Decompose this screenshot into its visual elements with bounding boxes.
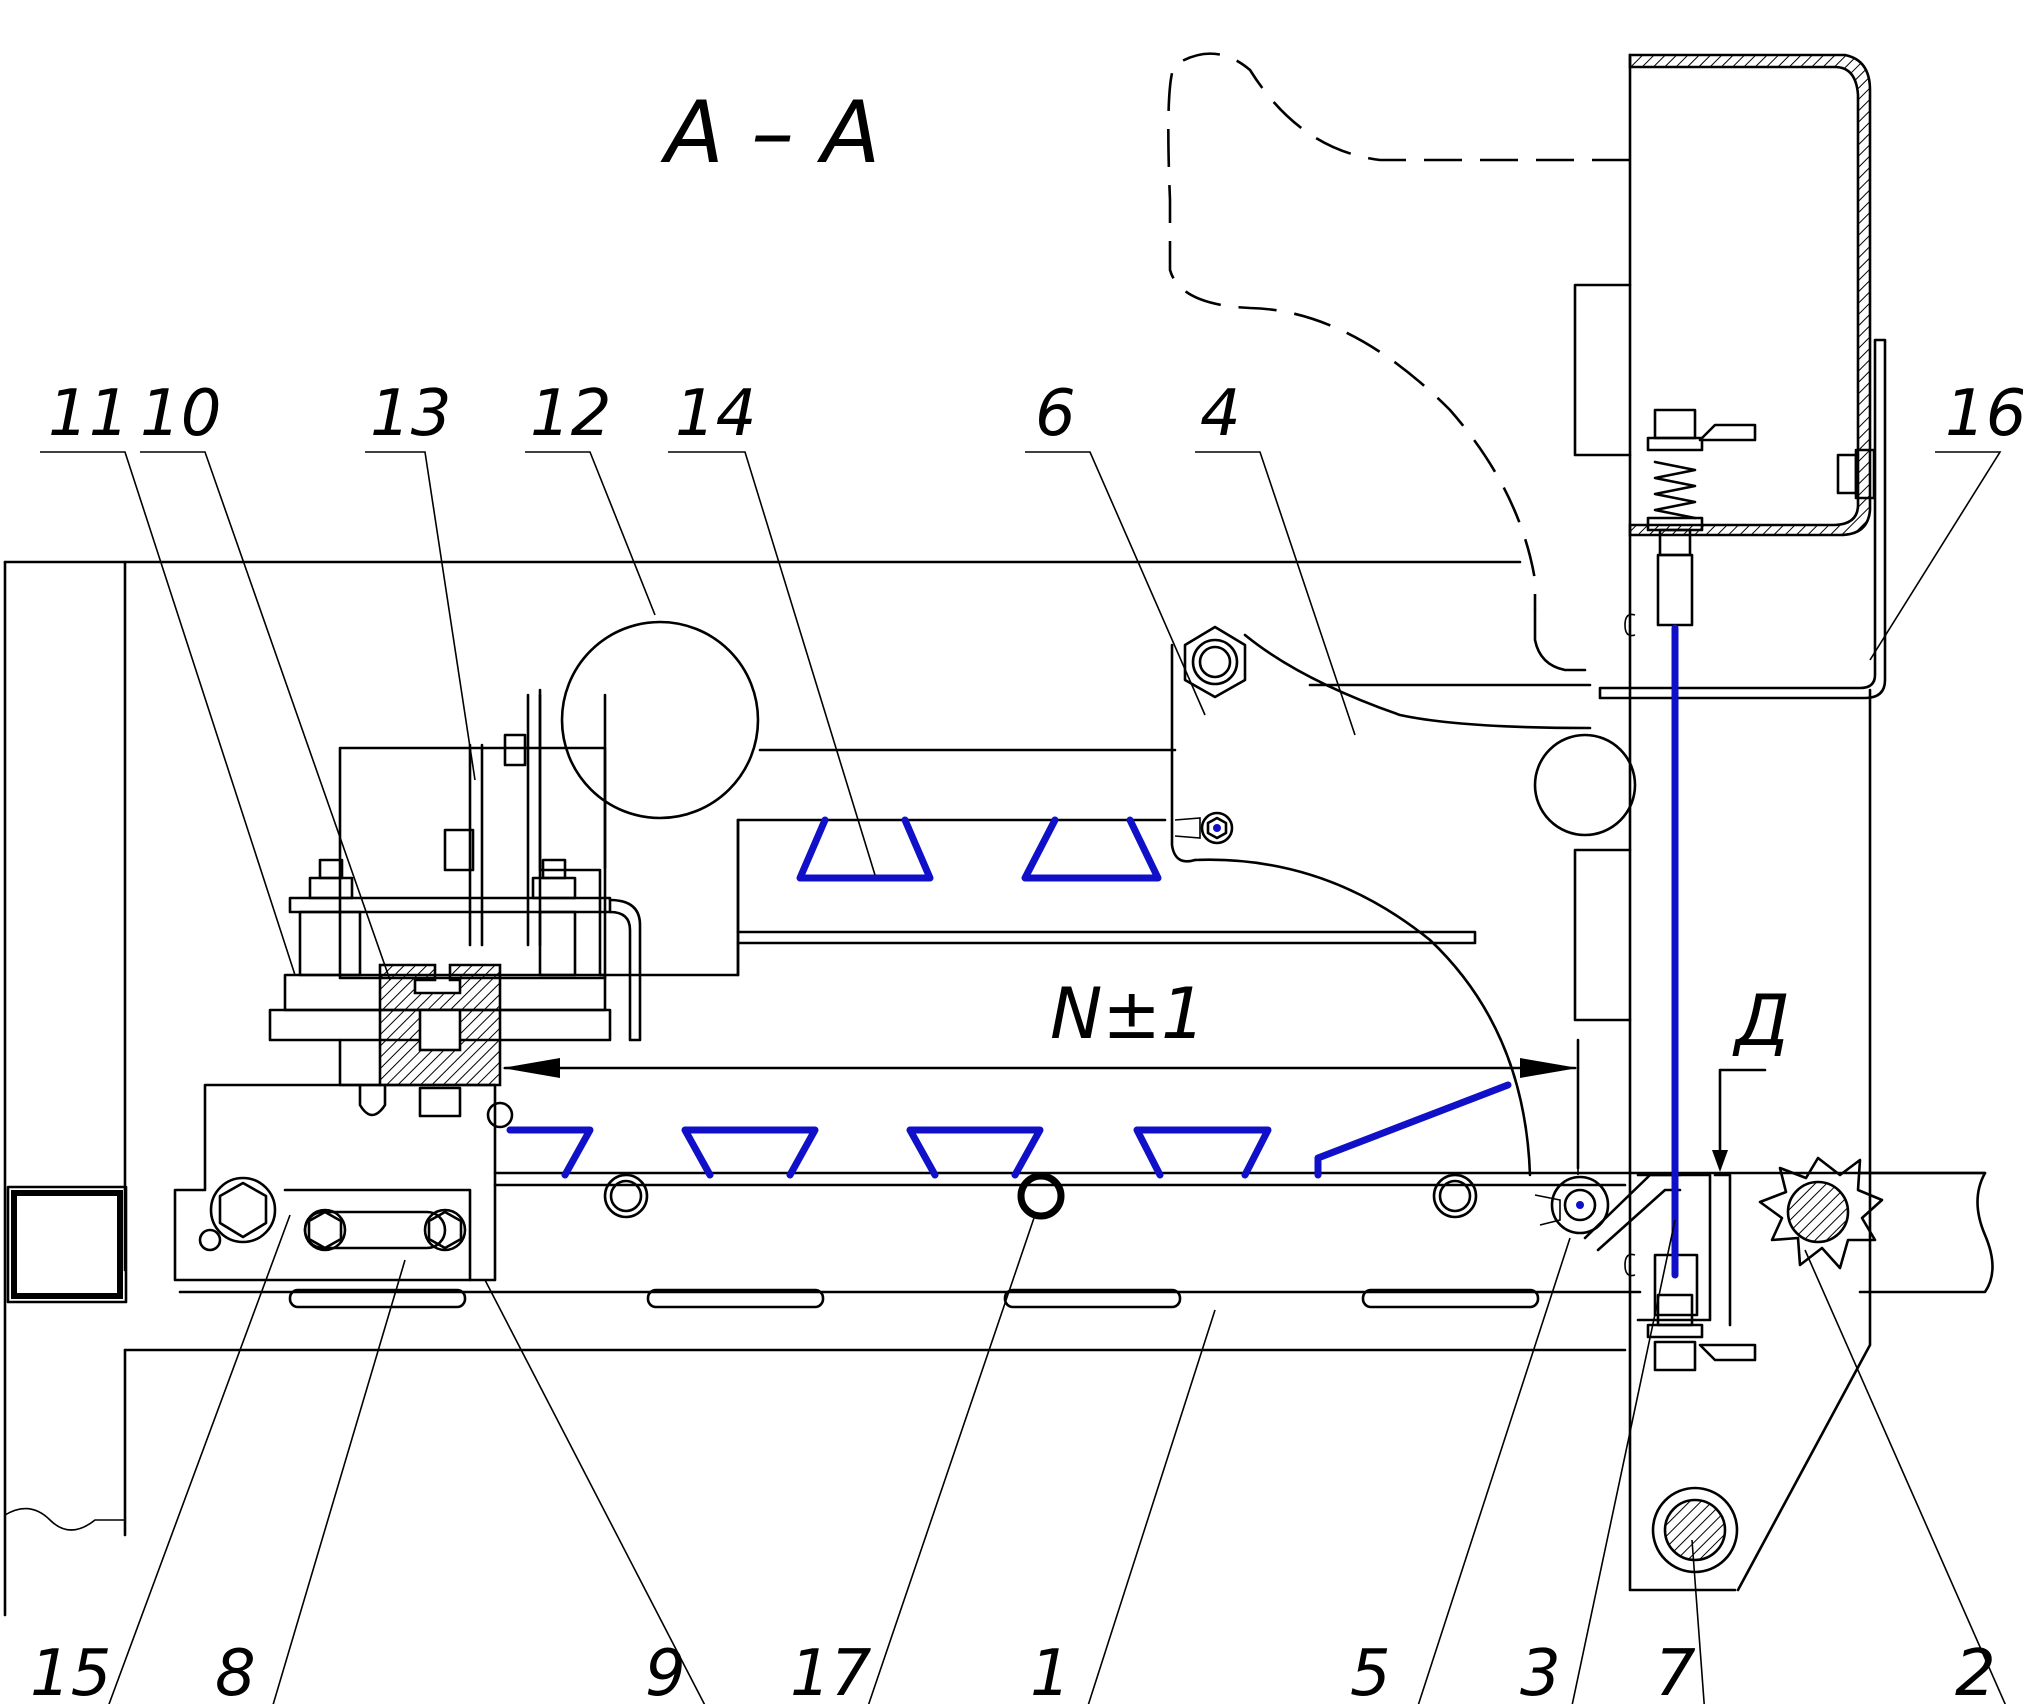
pivot-6 — [1174, 811, 1234, 845]
callout-11: 11 — [48, 377, 129, 451]
pivot-5 — [1534, 1175, 1610, 1235]
dashed-part-outline — [1167, 52, 1630, 610]
bracket-16 — [1598, 338, 1887, 700]
column-inner-lines — [1573, 283, 1632, 1170]
shaft-7 — [1651, 1486, 1739, 1574]
sprocket-2 — [1758, 1156, 1884, 1270]
section-title: A – A — [660, 83, 880, 183]
clamp-nut — [418, 1086, 462, 1118]
profile-section-10 — [378, 963, 502, 1087]
frame-break-line — [4, 1507, 125, 1531]
callout-8: 8 — [215, 1637, 256, 1704]
callout-9: 9 — [645, 1637, 686, 1704]
blue-trapezoids-lower — [506, 1081, 1512, 1179]
callout-12: 12 — [530, 377, 611, 451]
bracket-nut-a — [443, 828, 475, 872]
callout-1: 1 — [1030, 1637, 1071, 1704]
mount-plate-9 — [283, 1188, 472, 1282]
clamp-bolts — [298, 858, 577, 977]
detail-d-label: Д — [1732, 980, 1790, 1062]
bolt-15 — [198, 1176, 277, 1252]
callout-6: 6 — [1035, 377, 1076, 451]
ball-knob — [486, 1101, 514, 1129]
callout-15: 15 — [30, 1637, 111, 1704]
dimension-label: N±1 — [1050, 973, 1206, 1055]
detail-d-leader — [1718, 1068, 1767, 1170]
idler-roller — [1533, 733, 1637, 837]
dim-arrow-right — [1520, 1058, 1578, 1078]
callout-10: 10 — [140, 377, 221, 451]
callout-13: 13 — [370, 377, 451, 451]
column-left-edge — [1628, 53, 1737, 1592]
mount-plate-15 — [173, 1083, 497, 1282]
callout-3: 3 — [1520, 1637, 1561, 1704]
rail-rollers — [603, 1173, 1478, 1219]
callout-2: 2 — [1955, 1637, 1996, 1704]
fork-outline — [1533, 608, 1587, 672]
callout-16: 16 — [1945, 377, 2023, 451]
leaders-top — [40, 451, 2002, 981]
clamp-lower-block — [338, 1038, 387, 1117]
upper-plate — [736, 930, 1477, 945]
ring-17 — [1017, 1172, 1065, 1220]
arm-4 — [1193, 633, 1592, 1177]
channel-16-profile — [1628, 53, 1872, 537]
callout-14: 14 — [675, 377, 756, 451]
square-tube-wall — [11, 1190, 123, 1299]
column-right-edge — [1736, 688, 1872, 1592]
lower-nut-assembly — [1636, 1173, 1757, 1372]
bracket-plate — [468, 693, 542, 947]
clamp-hook — [608, 898, 642, 1042]
callout-5: 5 — [1350, 1637, 1391, 1704]
square-tube — [6, 1185, 128, 1304]
callout-17: 17 — [790, 1637, 872, 1704]
dim-arrow-left — [502, 1058, 560, 1078]
motor-12 — [560, 620, 760, 820]
detail-d-arrow — [1712, 1150, 1728, 1172]
clamp-top-plate — [288, 896, 612, 914]
blue-trapezoids-upper — [796, 816, 1162, 882]
rail-right-end — [1858, 1171, 1994, 1294]
bracket-16-bolt — [1836, 448, 1876, 500]
leaders-bottom — [108, 1214, 2007, 1704]
arm-hex-nut — [1183, 625, 1247, 699]
callout-4: 4 — [1200, 377, 1241, 451]
callout-7: 7 — [1655, 1637, 1696, 1704]
side-screws — [1624, 613, 1636, 1277]
arm-pivot-line — [1170, 643, 1197, 863]
rail-slots — [288, 1288, 1540, 1309]
bracket-nut-b — [503, 733, 527, 767]
spring-assembly — [1646, 408, 1757, 627]
slot-bolts-8 — [303, 1208, 467, 1252]
